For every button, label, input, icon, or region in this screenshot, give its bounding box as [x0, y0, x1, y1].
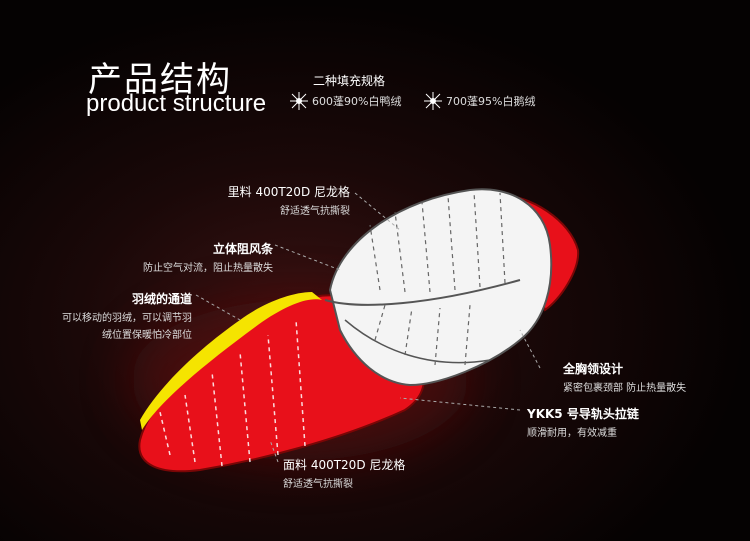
label-channel-sub1: 可以移动的羽绒，可以调节羽 [62, 313, 192, 324]
label-collar: 全胸领设计 紧密包裹颈部 防止热量散失 [563, 360, 686, 394]
label-shell: 面料 400T20D 尼龙格 舒适透气抗撕裂 [283, 456, 405, 490]
label-shell-sub: 舒适透气抗撕裂 [283, 479, 353, 490]
label-collar-sub: 紧密包裹颈部 防止热量散失 [563, 383, 687, 394]
label-lining: 里料 400T20D 尼龙格 舒适透气抗撕裂 [215, 183, 350, 217]
label-shell-main: 面料 400T20D 尼龙格 [283, 458, 406, 472]
page-title-en: product structure [86, 90, 267, 117]
spec-heading: 二种填充规格 [313, 74, 386, 88]
page-title-cn: 产品结构 [88, 60, 232, 100]
label-zipper: YKK5 号导轨头拉链 顺滑耐用，有效减重 [527, 405, 639, 439]
label-channel-main: 羽绒的通道 [131, 292, 192, 306]
lining [328, 188, 553, 387]
spec-item-2: 700蓬95%白鹅绒 [424, 92, 535, 110]
label-lining-sub: 舒适透气抗撕裂 [280, 206, 350, 217]
down-feather-icon [290, 92, 308, 110]
label-lining-main: 里料 400T20D 尼龙格 [227, 185, 350, 199]
label-baffle-sub: 防止空气对流，阻止热量散失 [143, 263, 273, 274]
spec-label-2: 700蓬95%白鹅绒 [446, 95, 536, 108]
label-collar-main: 全胸领设计 [563, 362, 624, 376]
spec-item-1: 600蓬90%白鸭绒 [290, 92, 401, 110]
spec-label-1: 600蓬90%白鸭绒 [312, 95, 402, 108]
label-baffle: 立体阻风条 防止空气对流，阻止热量散失 [125, 240, 273, 274]
label-channel-sub2: 绒位置保暖怕冷部位 [102, 330, 192, 341]
down-feather-icon [424, 92, 442, 110]
label-baffle-main: 立体阻风条 [212, 242, 273, 256]
label-zipper-sub: 顺滑耐用，有效减重 [527, 428, 617, 439]
label-zipper-main: YKK5 号导轨头拉链 [527, 407, 639, 421]
label-channel: 羽绒的通道 可以移动的羽绒，可以调节羽 绒位置保暖怕冷部位 [50, 290, 192, 341]
